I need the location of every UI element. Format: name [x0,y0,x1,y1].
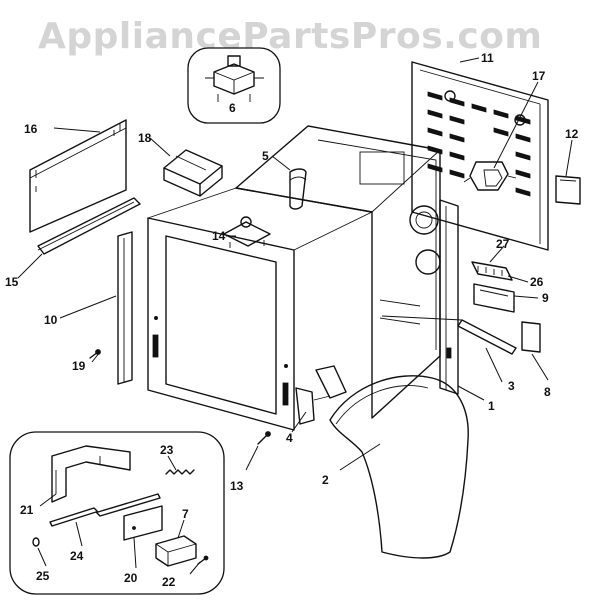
callout-26: 26 [530,275,544,289]
callout-23: 23 [160,443,174,457]
part-1-side-panel [439,199,459,395]
callout-16: 16 [24,122,38,136]
part-2-insulation [329,375,469,559]
part-15-bottom-trim [37,197,141,255]
oven-front-frame [147,187,373,431]
part-9-bracket [473,283,515,313]
callout-25: 25 [36,569,50,583]
callout-12: 12 [565,127,579,141]
callout-27: 27 [496,237,510,251]
callout-20: 20 [124,571,138,585]
callout-7: 7 [182,507,189,521]
callout-9: 9 [542,291,549,305]
callout-15: 15 [5,275,19,289]
callout-5: 5 [262,149,269,163]
watermark: AppliancePartsPros.com [38,16,542,57]
part-6-inset [187,47,281,124]
part-26-27-terminal [471,261,513,281]
callout-6: 6 [229,101,236,115]
callout-17: 17 [532,69,546,83]
part-8-plate [521,321,541,353]
callout-10: 10 [44,313,58,327]
part-18-relay [163,149,223,197]
part-5-tube [289,168,307,210]
callout-22: 22 [162,575,176,589]
callout-11: 11 [481,51,494,65]
part-11-back-panel [411,61,549,251]
callout-4: 4 [286,431,293,445]
callout-18: 18 [138,131,152,145]
part-13-screw [257,431,271,445]
callout-8: 8 [544,385,551,399]
panel-vent-slots [427,90,531,197]
callout-24: 24 [70,549,84,563]
part-17-fan-motor [463,161,517,191]
part-12-small-panel [555,175,581,205]
callout-19: 19 [72,359,86,373]
callout-labels: 6 11 17 12 16 18 5 14 15 10 19 27 26 9 8… [5,51,579,589]
part-3-lower-rail [381,315,517,355]
callout-14: 14 [212,229,226,243]
part-14-thermostat [223,216,271,248]
callout-2: 2 [322,473,329,487]
part-16-upper-trim [29,119,127,233]
callout-1: 1 [488,399,495,413]
callout-3: 3 [508,379,515,393]
latch-inset [9,431,225,595]
part-4-hinge [295,365,347,425]
callout-13: 13 [230,479,244,493]
callout-21: 21 [20,503,34,517]
part-10-side-rail [117,231,133,385]
leader-lines [17,57,573,575]
